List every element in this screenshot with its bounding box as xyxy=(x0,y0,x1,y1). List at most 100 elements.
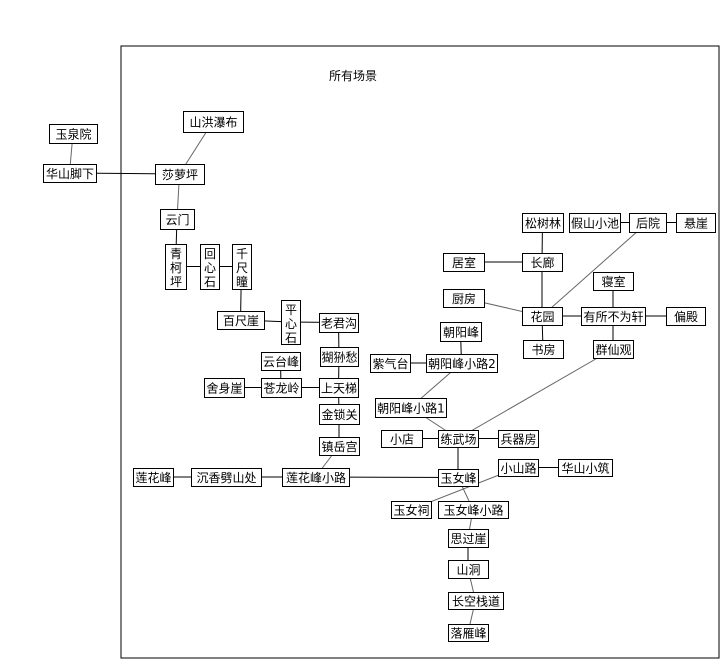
scene-node[interactable]: 百尺崖 xyxy=(217,311,265,330)
scene-node[interactable]: 舍身崖 xyxy=(204,378,245,398)
scene-node-box[interactable] xyxy=(438,501,509,519)
scene-node[interactable]: 平心石 xyxy=(281,300,301,346)
scene-node[interactable]: 练武场 xyxy=(438,430,479,448)
scene-node[interactable]: 玉女峰 xyxy=(438,469,479,487)
scene-node[interactable]: 华山小筑 xyxy=(558,459,613,477)
scene-node-box[interactable] xyxy=(43,164,97,183)
scene-node-box[interactable] xyxy=(443,253,485,272)
scene-node-box[interactable] xyxy=(160,209,195,230)
scene-node[interactable]: 山洪瀑布 xyxy=(183,111,244,133)
scene-node-box[interactable] xyxy=(191,468,262,487)
scene-node[interactable]: 镇岳宫 xyxy=(319,437,360,456)
scene-node[interactable]: 思过崖 xyxy=(448,529,489,548)
scene-node-box[interactable] xyxy=(375,398,447,418)
scene-node[interactable]: 有所不为轩 xyxy=(581,307,646,326)
scene-node[interactable]: 花园 xyxy=(522,307,563,326)
scene-node[interactable]: 厨房 xyxy=(443,289,485,308)
scene-node[interactable]: 玉女祠 xyxy=(391,501,432,519)
scene-node-box[interactable] xyxy=(232,244,252,290)
scene-node[interactable]: 小店 xyxy=(381,430,423,448)
scene-node[interactable]: 后院 xyxy=(629,213,667,233)
scene-node[interactable]: 千尺瞳 xyxy=(232,244,252,290)
scene-node[interactable]: 朝阳峰小路1 xyxy=(375,398,447,418)
scene-node-box[interactable] xyxy=(438,469,479,487)
scene-node-box[interactable] xyxy=(155,164,205,185)
scene-node-box[interactable] xyxy=(370,354,411,373)
scene-node[interactable]: 松树林 xyxy=(522,213,564,233)
scene-node-box[interactable] xyxy=(593,272,634,291)
scene-node-box[interactable] xyxy=(319,378,359,398)
scene-node[interactable]: 苍龙岭 xyxy=(261,378,302,398)
scene-node[interactable]: 长空栈道 xyxy=(448,592,504,610)
scene-node-box[interactable] xyxy=(522,253,563,272)
scene-node-box[interactable] xyxy=(391,501,432,519)
scene-node-box[interactable] xyxy=(448,560,489,579)
scene-node-box[interactable] xyxy=(581,307,646,326)
scene-node[interactable]: 紫气台 xyxy=(370,354,411,373)
scene-node[interactable]: 朝阳峰 xyxy=(440,322,482,342)
scene-node[interactable]: 云台峰 xyxy=(261,352,301,371)
scene-node-box[interactable] xyxy=(523,340,564,359)
scene-node-box[interactable] xyxy=(443,289,485,308)
scene-node[interactable]: 悬崖 xyxy=(676,213,716,233)
scene-node-box[interactable] xyxy=(522,213,564,233)
scene-node-box[interactable] xyxy=(629,213,667,233)
scene-node[interactable]: 假山小池 xyxy=(569,213,621,233)
scene-node[interactable]: 青柯坪 xyxy=(165,244,187,290)
scene-node[interactable]: 猢狲愁 xyxy=(320,347,359,367)
scene-node-box[interactable] xyxy=(261,352,301,371)
scene-node-box[interactable] xyxy=(320,347,359,367)
scene-node-box[interactable] xyxy=(319,404,360,425)
scene-node-box[interactable] xyxy=(217,311,265,330)
scene-node-box[interactable] xyxy=(319,437,360,456)
scene-node[interactable]: 玉女峰小路 xyxy=(438,501,509,519)
scene-node[interactable]: 回心石 xyxy=(200,244,220,290)
scene-node-box[interactable] xyxy=(448,529,489,548)
scene-node[interactable]: 老君沟 xyxy=(319,313,359,333)
scene-node-box[interactable] xyxy=(200,244,220,290)
scene-node-box[interactable] xyxy=(133,468,174,487)
scene-node[interactable]: 山洞 xyxy=(448,560,489,579)
scene-node[interactable]: 寝室 xyxy=(593,272,634,291)
scene-node-box[interactable] xyxy=(49,124,98,144)
scene-node-box[interactable] xyxy=(281,300,301,345)
scene-node[interactable]: 莲花峰小路 xyxy=(282,468,350,487)
scene-node[interactable]: 书房 xyxy=(523,340,564,359)
scene-node-box[interactable] xyxy=(522,307,563,326)
scene-node-box[interactable] xyxy=(261,378,302,398)
scene-node-box[interactable] xyxy=(593,340,634,359)
scene-node-box[interactable] xyxy=(498,430,539,448)
scene-node-box[interactable] xyxy=(282,468,350,487)
scene-node-box[interactable] xyxy=(381,430,423,448)
scene-node[interactable]: 金锁关 xyxy=(319,404,360,425)
scene-node-box[interactable] xyxy=(165,244,187,290)
scene-node[interactable]: 上天梯 xyxy=(319,378,359,398)
scene-node-box[interactable] xyxy=(438,430,479,448)
scene-node[interactable]: 华山脚下 xyxy=(43,164,97,183)
scene-node-box[interactable] xyxy=(498,459,539,477)
scene-node-box[interactable] xyxy=(440,322,482,342)
scene-node-box[interactable] xyxy=(569,213,621,233)
scene-node-box[interactable] xyxy=(448,592,504,610)
scene-node-box[interactable] xyxy=(676,213,716,233)
scene-node-box[interactable] xyxy=(204,378,245,398)
scene-node[interactable]: 长廊 xyxy=(522,253,563,272)
scene-node[interactable]: 偏殿 xyxy=(666,307,706,326)
scene-node-box[interactable] xyxy=(183,111,244,133)
scene-node-box[interactable] xyxy=(558,459,613,477)
scene-node-box[interactable] xyxy=(666,307,706,326)
scene-node[interactable]: 朝阳峰小路2 xyxy=(426,354,498,373)
scene-node[interactable]: 玉泉院 xyxy=(49,124,98,144)
scene-node[interactable]: 莎萝坪 xyxy=(155,164,205,185)
scene-node[interactable]: 兵器房 xyxy=(498,430,539,448)
scene-node[interactable]: 小山路 xyxy=(498,459,539,477)
scene-node[interactable]: 群仙观 xyxy=(593,340,634,359)
scene-node-box[interactable] xyxy=(448,624,489,642)
scene-node-box[interactable] xyxy=(319,313,359,333)
scene-node[interactable]: 沉香劈山处 xyxy=(191,468,262,487)
scene-node[interactable]: 莲花峰 xyxy=(133,468,174,487)
scene-node[interactable]: 云门 xyxy=(160,209,195,230)
scene-node[interactable]: 居室 xyxy=(443,253,485,272)
scene-node-box[interactable] xyxy=(426,354,498,373)
scene-node[interactable]: 落雁峰 xyxy=(448,624,489,642)
